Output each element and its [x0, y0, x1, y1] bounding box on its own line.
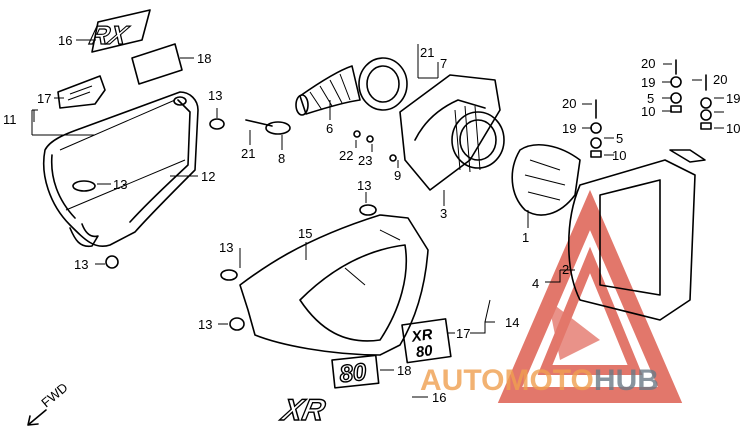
screw-9	[389, 154, 397, 162]
callout-5-right: 5	[647, 91, 654, 106]
callout-5-mid: 5	[616, 131, 623, 146]
callout-12: 12	[201, 169, 215, 184]
watermark-logo	[497, 189, 683, 403]
grommet-13b	[105, 255, 119, 269]
callout-17-right: 17	[456, 326, 470, 341]
callout-21-top: 21	[420, 45, 434, 60]
callout-13-a: 13	[208, 88, 222, 103]
callout-21-left: 21	[241, 146, 255, 161]
grommet-13e	[229, 317, 245, 331]
grommet-13c	[359, 204, 377, 216]
callout-19-mid: 19	[562, 121, 576, 136]
callout-20-right-b: 20	[713, 72, 727, 87]
callout-11: 11	[3, 112, 17, 127]
callout-3: 3	[440, 206, 447, 221]
callout-4: 4	[532, 276, 539, 291]
callout-13-c: 13	[74, 257, 88, 272]
screw-22	[353, 130, 361, 138]
rx-emblem: RX	[86, 9, 151, 53]
callout-1: 1	[522, 230, 529, 245]
callout-18-top: 18	[197, 51, 211, 66]
callout-8: 8	[278, 151, 285, 166]
callout-14: 14	[505, 315, 519, 330]
callout-10-right-a: 10	[641, 104, 655, 119]
callout-13-d: 13	[357, 178, 371, 193]
callout-20-right-a: 20	[641, 56, 655, 71]
callout-10-right-b: 10	[726, 121, 740, 136]
callout-22: 22	[339, 148, 353, 163]
callouts: 16 18 17 11 13 13 12 13 21 8 6 21 7 22 2…	[3, 33, 740, 405]
left-side-cover	[42, 91, 199, 248]
fwd-arrow: FWD	[27, 380, 71, 426]
air-cleaner-case-3	[358, 57, 505, 191]
svg-text:XR: XR	[277, 394, 328, 427]
plate-80: 80	[331, 354, 380, 389]
clamp-8	[245, 119, 291, 135]
callout-19-right-b: 19	[726, 91, 740, 106]
leader-lines	[31, 39, 724, 398]
callout-13-f: 13	[198, 317, 212, 332]
plate-18-top	[131, 43, 183, 85]
xr80-badge: XR 80	[401, 318, 452, 364]
svg-text:RX: RX	[87, 20, 132, 49]
callout-19-right-a: 19	[641, 75, 655, 90]
grommet-13d	[220, 269, 238, 281]
intake-tube-6	[295, 65, 361, 116]
svg-text:80: 80	[415, 342, 435, 361]
filter-element-1	[511, 144, 581, 216]
air-cleaner-cover-2	[567, 149, 706, 321]
callout-15: 15	[298, 226, 312, 241]
screw-23	[366, 135, 374, 143]
svg-text:XR: XR	[410, 326, 434, 346]
callout-10-mid: 10	[612, 148, 626, 163]
callout-6: 6	[326, 121, 333, 136]
xr-emblem: XR	[277, 394, 329, 428]
callout-2: 2	[562, 262, 569, 277]
svg-text:80: 80	[338, 359, 368, 389]
callout-23: 23	[358, 153, 372, 168]
watermark-text: AUTOMOTOHUB	[420, 364, 659, 397]
svg-text:FWD: FWD	[38, 380, 70, 411]
right-side-cover-15	[239, 214, 429, 356]
mark-17-left	[57, 75, 106, 109]
grommet-13a	[209, 118, 225, 130]
callout-13-b: 13	[113, 177, 127, 192]
callout-16-top: 16	[58, 33, 72, 48]
callout-18-bottom: 18	[397, 363, 411, 378]
screw-set-right	[590, 59, 712, 158]
callout-20-mid: 20	[562, 96, 576, 111]
callout-16-bottom: 16	[432, 390, 446, 405]
callout-9: 9	[394, 168, 401, 183]
callout-17-left: 17	[37, 91, 51, 106]
callout-13-e: 13	[219, 240, 233, 255]
callout-7: 7	[440, 56, 447, 71]
